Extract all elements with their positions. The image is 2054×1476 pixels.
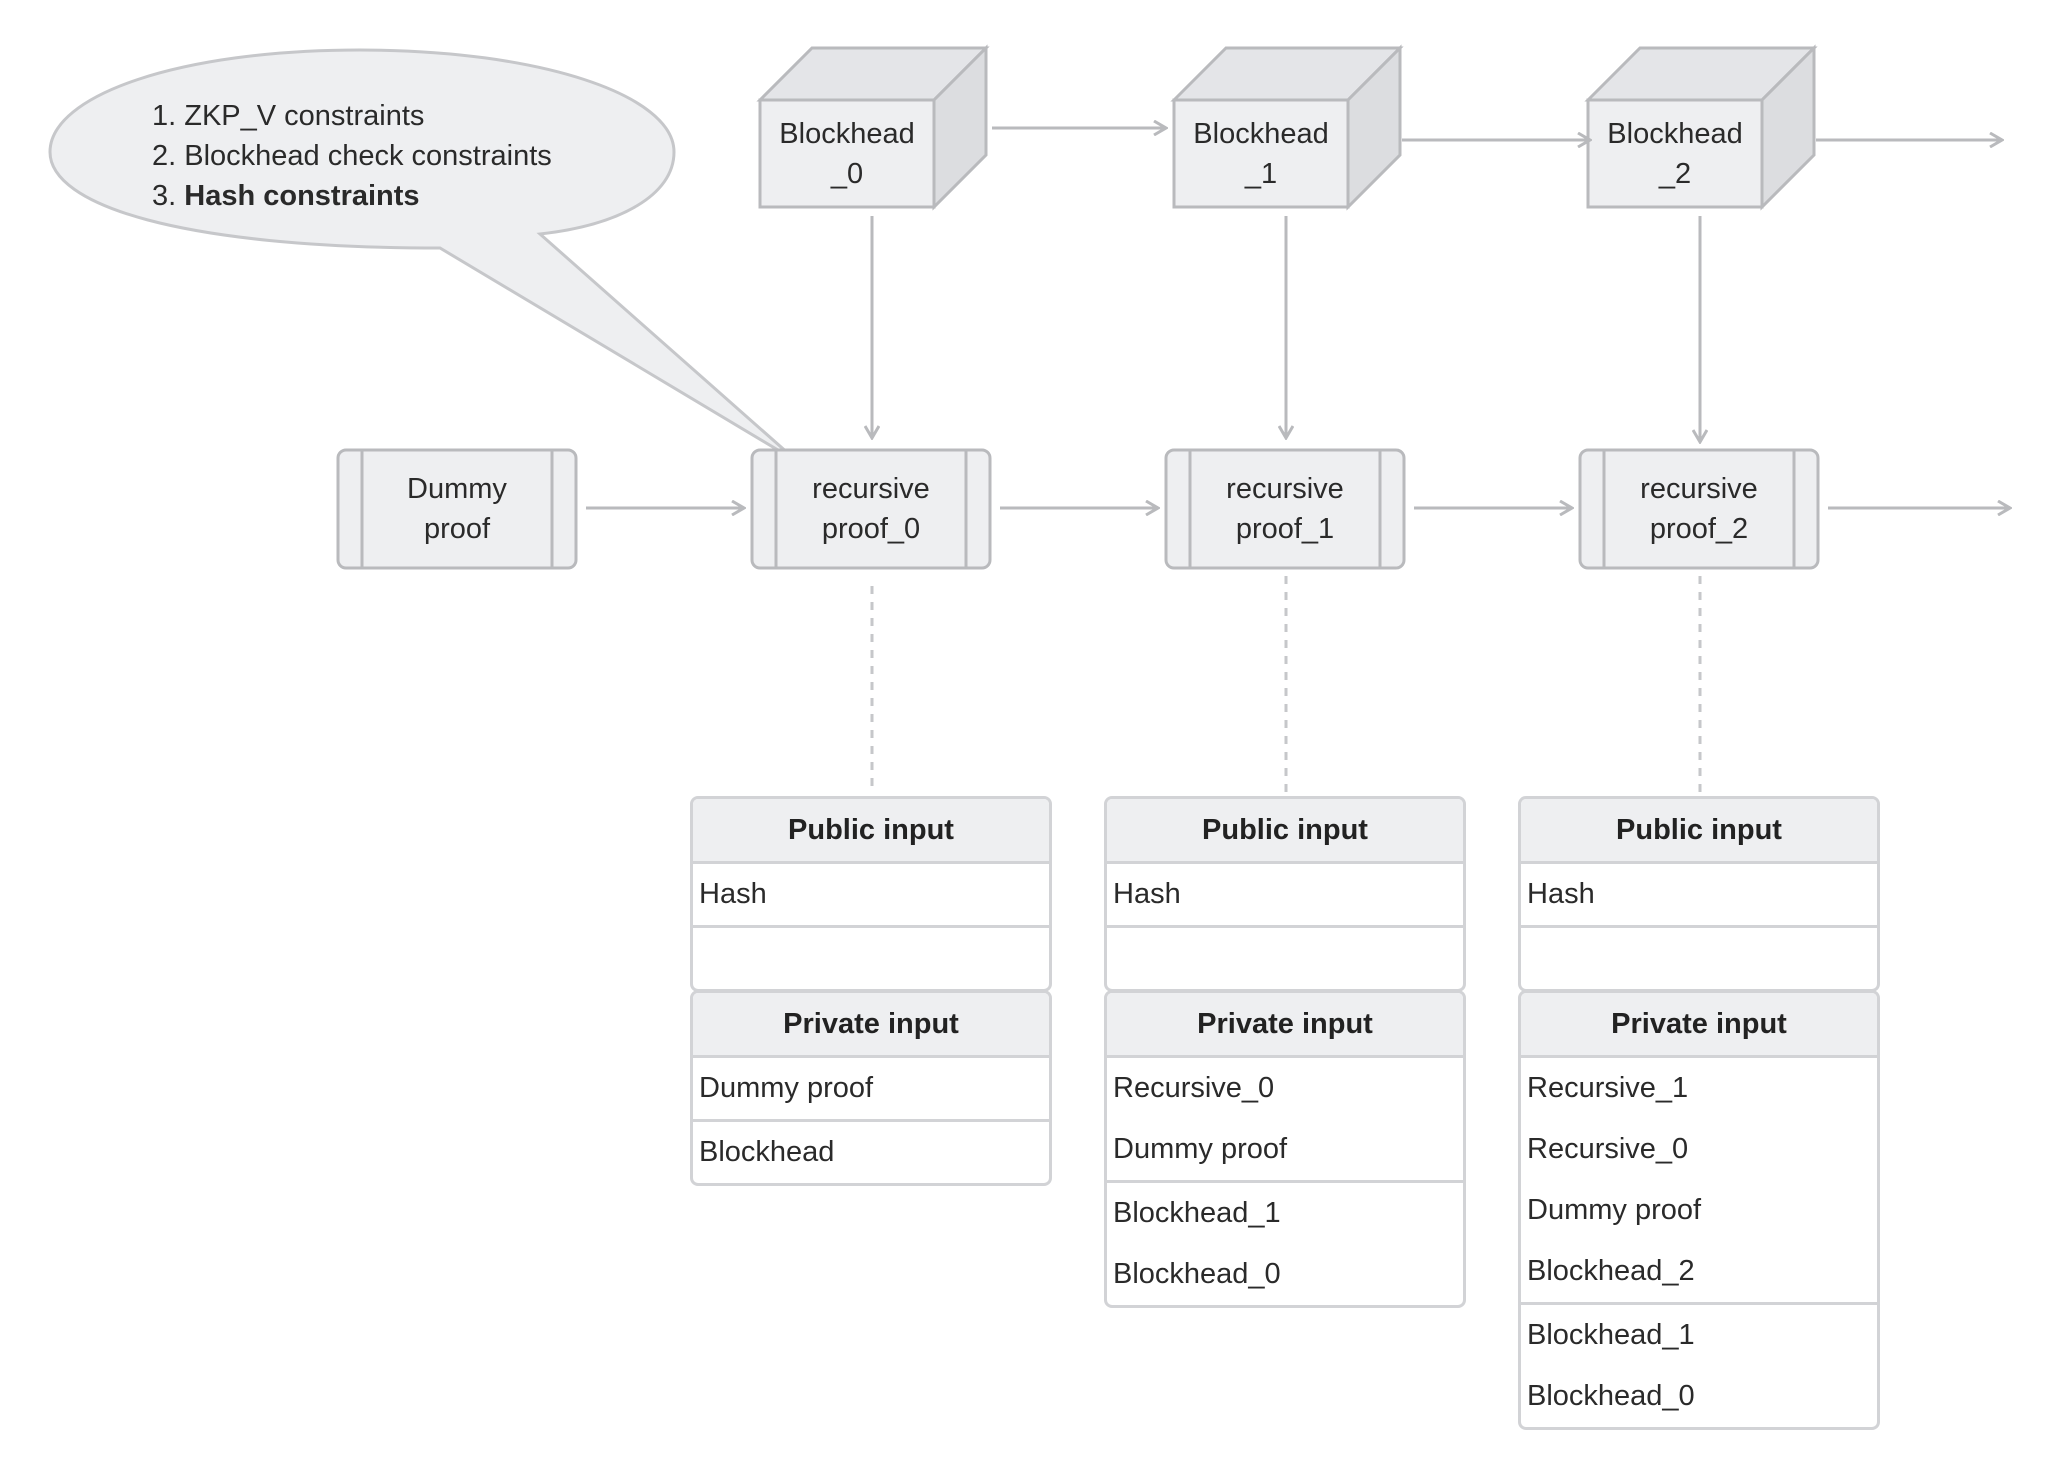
blockhead-0-cube [756,44,990,211]
dummy-proof-box [336,448,578,570]
private-input-table-0: Private input Dummy proof Blockhead [690,990,1052,1186]
private-input-table-1: Private input Recursive_0 Dummy proof Bl… [1104,990,1466,1308]
callout-item-1: 1. ZKP_V constraints [152,100,425,132]
blockhead-0-label: Blockhead_0 [779,118,915,190]
table-row: Dummy proof [699,1072,874,1104]
blockhead-1-cube [1170,44,1404,211]
public-input-header: Public input [1107,799,1463,864]
public-input-table-0: Public input Hash [690,796,1052,992]
table-row: Recursive_0 [1527,1133,1689,1165]
table-row: Hash [1113,878,1181,910]
table-row: Recursive_1 [1527,1072,1689,1104]
recursive-proof-0-box [750,448,992,570]
blockhead-1-label: Blockhead_1 [1193,118,1329,190]
private-input-table-2: Private input Recursive_1 Recursive_0 Du… [1518,990,1880,1430]
public-input-header: Public input [1521,799,1877,864]
table-row: Blockhead_1 [1107,1180,1463,1244]
table-row: Hash [699,878,767,910]
public-input-table-1: Public input Hash [1104,796,1466,992]
table-row: Dummy proof [1113,1133,1288,1165]
table-row: Dummy proof [1527,1194,1702,1226]
callout-item-3: 3. Hash constraints [152,180,420,212]
private-input-header: Private input [1521,993,1877,1058]
private-input-header: Private input [1107,993,1463,1058]
recursive-proof-1-box [1164,448,1406,570]
public-input-table-2: Public input Hash [1518,796,1880,992]
callout-list: 1. ZKP_V constraints 2. Blockhead check … [152,96,552,216]
recursive-proof-2-box [1578,448,1820,570]
table-row: Blockhead_2 [1527,1255,1695,1287]
table-row: Blockhead_0 [1527,1380,1695,1412]
callout-bubble [48,48,799,464]
table-row-empty [1107,925,1463,989]
table-row-empty [1521,925,1877,989]
table-row: Blockhead_0 [1113,1258,1281,1290]
table-row: Blockhead [693,1119,1049,1183]
blockhead-2-label: Blockhead_2 [1607,118,1743,190]
table-row: Recursive_0 [1113,1072,1275,1104]
table-row-empty [693,925,1049,989]
callout-item-2: 2. Blockhead check constraints [152,140,552,172]
blockhead-2-cube [1584,44,1818,211]
private-input-header: Private input [693,993,1049,1058]
table-row: Hash [1527,878,1595,910]
table-row: Blockhead_1 [1521,1302,1877,1366]
public-input-header: Public input [693,799,1049,864]
